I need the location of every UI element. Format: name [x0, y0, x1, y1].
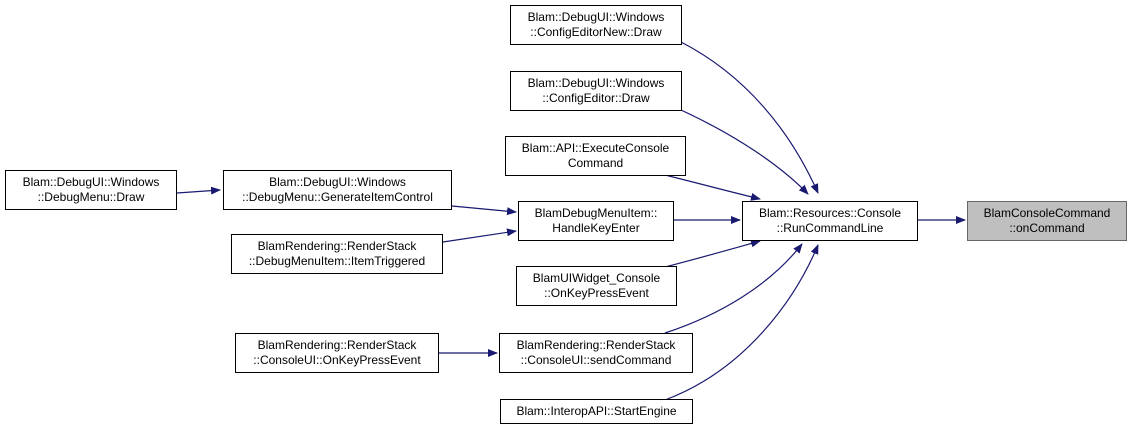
edge-sendcommand-to-runcommandline — [664, 243, 803, 334]
edge-executeconsole-to-runcommandline — [664, 174, 761, 201]
node-line-2: ::ConsoleUI::sendCommand — [520, 353, 672, 367]
node-config-editor-new-draw[interactable]: Blam::DebugUI::Windows ::ConfigEditorNew… — [510, 5, 682, 45]
node-line-2: ::DebugMenuItem::ItemTriggered — [248, 254, 426, 268]
node-line-1: BlamRendering::RenderStack — [257, 338, 417, 352]
edge-configeditor-to-runcommandline — [680, 109, 809, 195]
edge-generateitemcontrol-to-handlekeyenter — [451, 205, 517, 216]
node-execute-console-command[interactable]: Blam::API::ExecuteConsole Command — [505, 136, 686, 176]
node-line-1: BlamConsoleCommand — [983, 206, 1111, 220]
node-line-2: ::OnKeyPressEvent — [544, 286, 649, 300]
node-line-2: ::RunCommandLine — [776, 221, 884, 235]
node-start-engine[interactable]: Blam::InteropAPI::StartEngine — [500, 399, 693, 424]
node-line-1: Blam::DebugUI::Windows — [269, 175, 406, 189]
node-line-2: ::onCommand — [1009, 221, 1085, 235]
node-console-ui-on-key-press[interactable]: BlamRendering::RenderStack ::ConsoleUI::… — [235, 333, 439, 373]
node-line-2: HandleKeyEnter — [552, 221, 640, 235]
node-line-1: Blam::Resources::Console — [758, 206, 902, 220]
node-send-command[interactable]: BlamRendering::RenderStack ::ConsoleUI::… — [499, 333, 693, 373]
node-line-1: Blam::InteropAPI::StartEngine — [516, 404, 677, 418]
node-line-2: Command — [567, 156, 624, 170]
node-item-triggered[interactable]: BlamRendering::RenderStack ::DebugMenuIt… — [231, 234, 443, 274]
edge-debugmenudraw-to-generateitemcontrol — [176, 186, 221, 195]
edge-uiwidgetconsole-to-runcommandline — [664, 239, 761, 268]
node-on-command[interactable]: BlamConsoleCommand ::onCommand — [967, 201, 1127, 241]
node-handle-key-enter[interactable]: BlamDebugMenuItem:: HandleKeyEnter — [518, 201, 674, 241]
node-line-1: Blam::API::ExecuteConsole — [521, 141, 670, 155]
node-debug-menu-draw[interactable]: Blam::DebugUI::Windows ::DebugMenu::Draw — [5, 170, 177, 210]
node-config-editor-draw[interactable]: Blam::DebugUI::Windows ::ConfigEditor::D… — [510, 71, 682, 111]
node-line-1: Blam::DebugUI::Windows — [527, 76, 665, 90]
node-line-1: BlamDebugMenuItem:: — [534, 206, 658, 220]
node-line-1: Blam::DebugUI::Windows — [22, 175, 160, 189]
node-line-2: ::DebugMenu::Draw — [37, 190, 145, 204]
node-line-1: Blam::DebugUI::Windows — [527, 10, 665, 24]
node-generate-item-control[interactable]: Blam::DebugUI::Windows ::DebugMenu::Gene… — [223, 170, 452, 210]
edge-startengine-to-runcommandline — [664, 244, 819, 401]
edge-itemtriggered-to-handlekeyenter — [442, 228, 517, 243]
node-line-1: BlamRendering::RenderStack — [257, 239, 417, 253]
node-ui-widget-console[interactable]: BlamUIWidget_Console ::OnKeyPressEvent — [516, 266, 677, 306]
node-line-2: ::DebugMenu::GenerateItemControl — [242, 190, 433, 204]
node-line-2: ::ConsoleUI::OnKeyPressEvent — [253, 353, 421, 367]
node-line-1: BlamRendering::RenderStack — [516, 338, 676, 352]
node-line-2: ::ConfigEditorNew::Draw — [530, 25, 662, 39]
node-run-command-line[interactable]: Blam::Resources::Console ::RunCommandLin… — [742, 201, 918, 241]
edge-configeditornew-to-runcommandline — [680, 41, 819, 194]
node-line-1: BlamUIWidget_Console — [532, 271, 661, 285]
node-line-2: ::ConfigEditor::Draw — [542, 91, 650, 105]
